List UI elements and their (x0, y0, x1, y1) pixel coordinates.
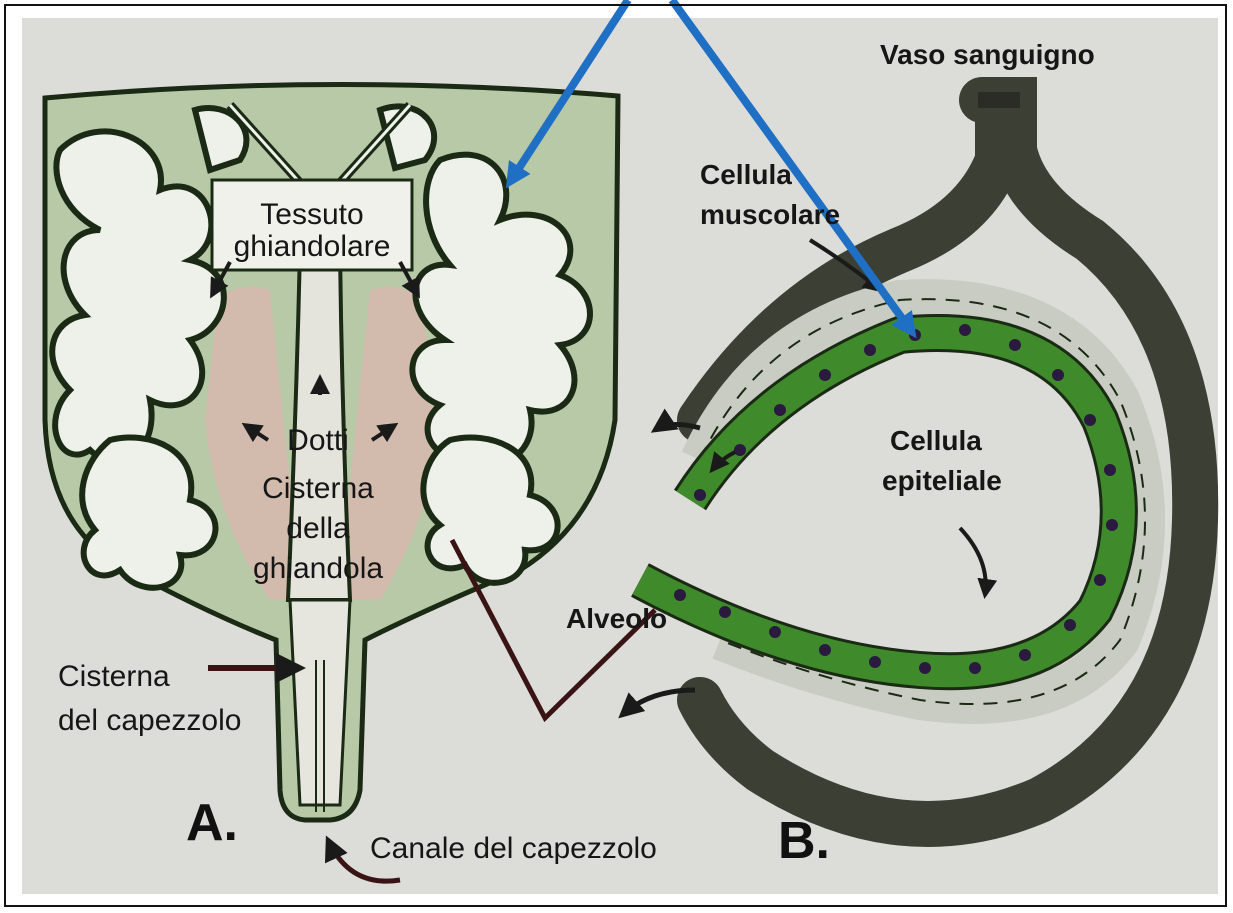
image-border (4, 4, 1227, 907)
